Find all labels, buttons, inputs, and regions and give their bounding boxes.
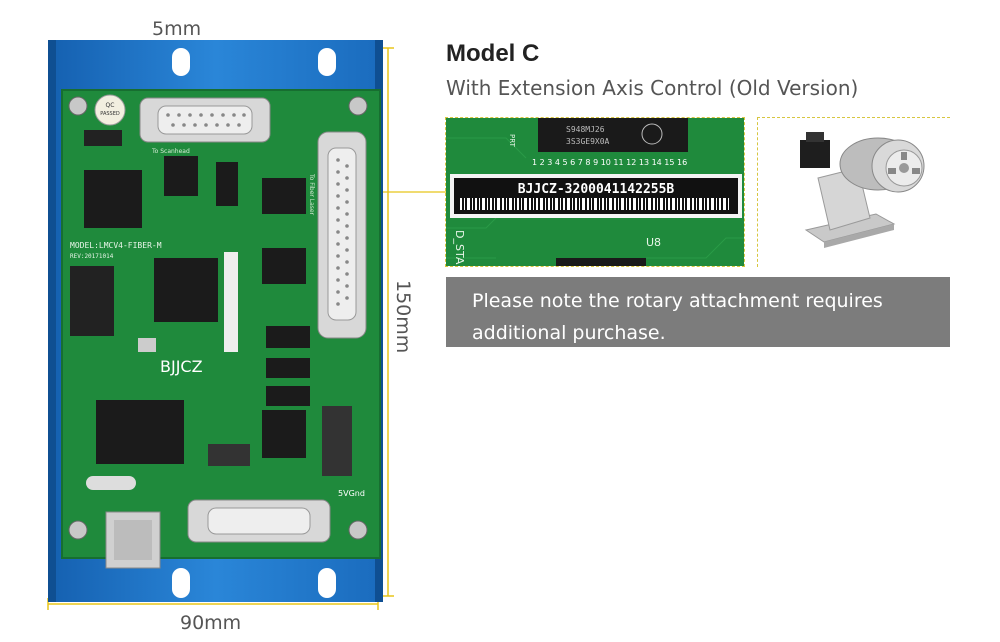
svg-text:REV:20171014: REV:20171014 [70, 253, 114, 260]
closeup-prt-label: PRT [508, 134, 516, 148]
serial-closeup-image: S948MJ26 3S3GE9X0A PRT 1 2 3 4 5 6 7 8 9… [445, 117, 745, 267]
closeup-pin-numbers: 1 2 3 4 5 6 7 8 9 10 11 12 13 14 15 16 [532, 158, 687, 167]
closeup-chip-top: S948MJ26 [566, 125, 605, 134]
dimension-width-label: 90mm [180, 612, 242, 634]
port-label-top: To Scanhead [151, 148, 190, 155]
port-label-right: To Fiber Laser [308, 173, 315, 216]
model-title: Model C [446, 40, 540, 67]
board-brand-label: BJJCZ [160, 357, 203, 376]
svg-text:QC: QC [106, 102, 115, 109]
closeup-serial: BJJCZ-3200041142255B [518, 182, 675, 197]
svg-text:MODEL:LMCV4-FIBER-M: MODEL:LMCV4-FIBER-M [70, 241, 162, 250]
dimension-width-gap-label: 5mm [152, 18, 202, 40]
note-text: Please note the rotary attachment requir… [472, 290, 883, 344]
closeup-chip-bottom: 3S3GE9X0A [566, 137, 610, 146]
svg-text:PASSED: PASSED [100, 111, 120, 117]
rotary-attachment-image [757, 117, 951, 268]
svg-text:5VGnd: 5VGnd [338, 489, 365, 498]
closeup-u-label: U8 [646, 236, 661, 249]
closeup-sta-label: D_STA [453, 230, 466, 265]
model-subtitle: With Extension Axis Control (Old Version… [446, 76, 859, 100]
controller-board-image: QC PASSED To Scanhead To Fiber Laser MOD… [48, 40, 383, 602]
note-banner [446, 277, 950, 347]
